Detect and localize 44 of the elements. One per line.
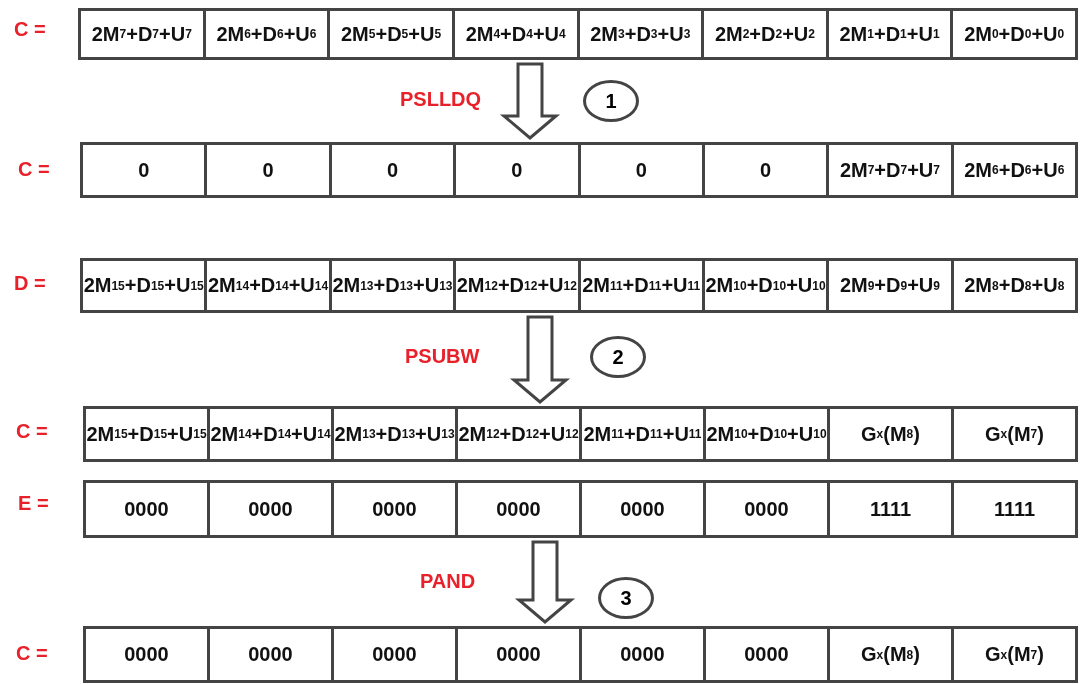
step-number: 3 bbox=[620, 586, 632, 610]
register-cell: 0000 bbox=[458, 483, 582, 535]
edge-label: PSUBW bbox=[405, 345, 480, 368]
edge-label: PSLLDQ bbox=[400, 88, 482, 111]
step-circle bbox=[590, 336, 646, 378]
register-row bbox=[83, 480, 1078, 538]
register-cell: 0000 bbox=[86, 483, 210, 535]
block-arrow bbox=[514, 540, 576, 624]
block-arrow bbox=[509, 315, 571, 404]
register-row bbox=[80, 142, 1078, 198]
register-cell-text: 1111 bbox=[992, 496, 1037, 522]
register-cell: 0000 bbox=[706, 629, 830, 680]
register-cell: 0000 bbox=[458, 629, 582, 680]
register-cell: 0 bbox=[83, 145, 208, 195]
step-number: 1 bbox=[605, 89, 617, 113]
register-cell: 0000 bbox=[706, 483, 830, 535]
register-cell: 0000 bbox=[210, 483, 334, 535]
register-name: C = bbox=[18, 158, 50, 181]
register-row bbox=[78, 8, 1078, 60]
register-name: D = bbox=[14, 272, 46, 295]
register-row bbox=[83, 626, 1078, 683]
register-cell: 1111 bbox=[830, 483, 954, 535]
register-cell: 0 bbox=[704, 145, 830, 195]
register-name: C = bbox=[14, 18, 46, 41]
register-name: C = bbox=[16, 642, 48, 665]
step-number: 2 bbox=[612, 345, 624, 369]
block-arrow bbox=[499, 62, 561, 140]
register-cell: 0000 bbox=[334, 483, 458, 535]
step-circle bbox=[583, 80, 639, 122]
register-cell: 0000 bbox=[210, 629, 334, 680]
register-row bbox=[80, 258, 1078, 313]
register-cell: 0 bbox=[207, 145, 332, 195]
register-name: C = bbox=[16, 420, 48, 443]
register-cell: 0 bbox=[580, 145, 705, 195]
register-name: E = bbox=[18, 492, 49, 515]
register-cell: 0 bbox=[456, 145, 581, 195]
register-cell: 0000 bbox=[582, 483, 706, 535]
register-cell: 0 bbox=[331, 145, 457, 195]
edge-label: PAND bbox=[420, 570, 476, 593]
register-cell: 0000 bbox=[334, 629, 458, 680]
register-cell: 0000 bbox=[86, 629, 210, 680]
step-circle bbox=[598, 577, 654, 619]
register-row bbox=[83, 406, 1078, 462]
register-cell: 0000 bbox=[582, 629, 706, 680]
